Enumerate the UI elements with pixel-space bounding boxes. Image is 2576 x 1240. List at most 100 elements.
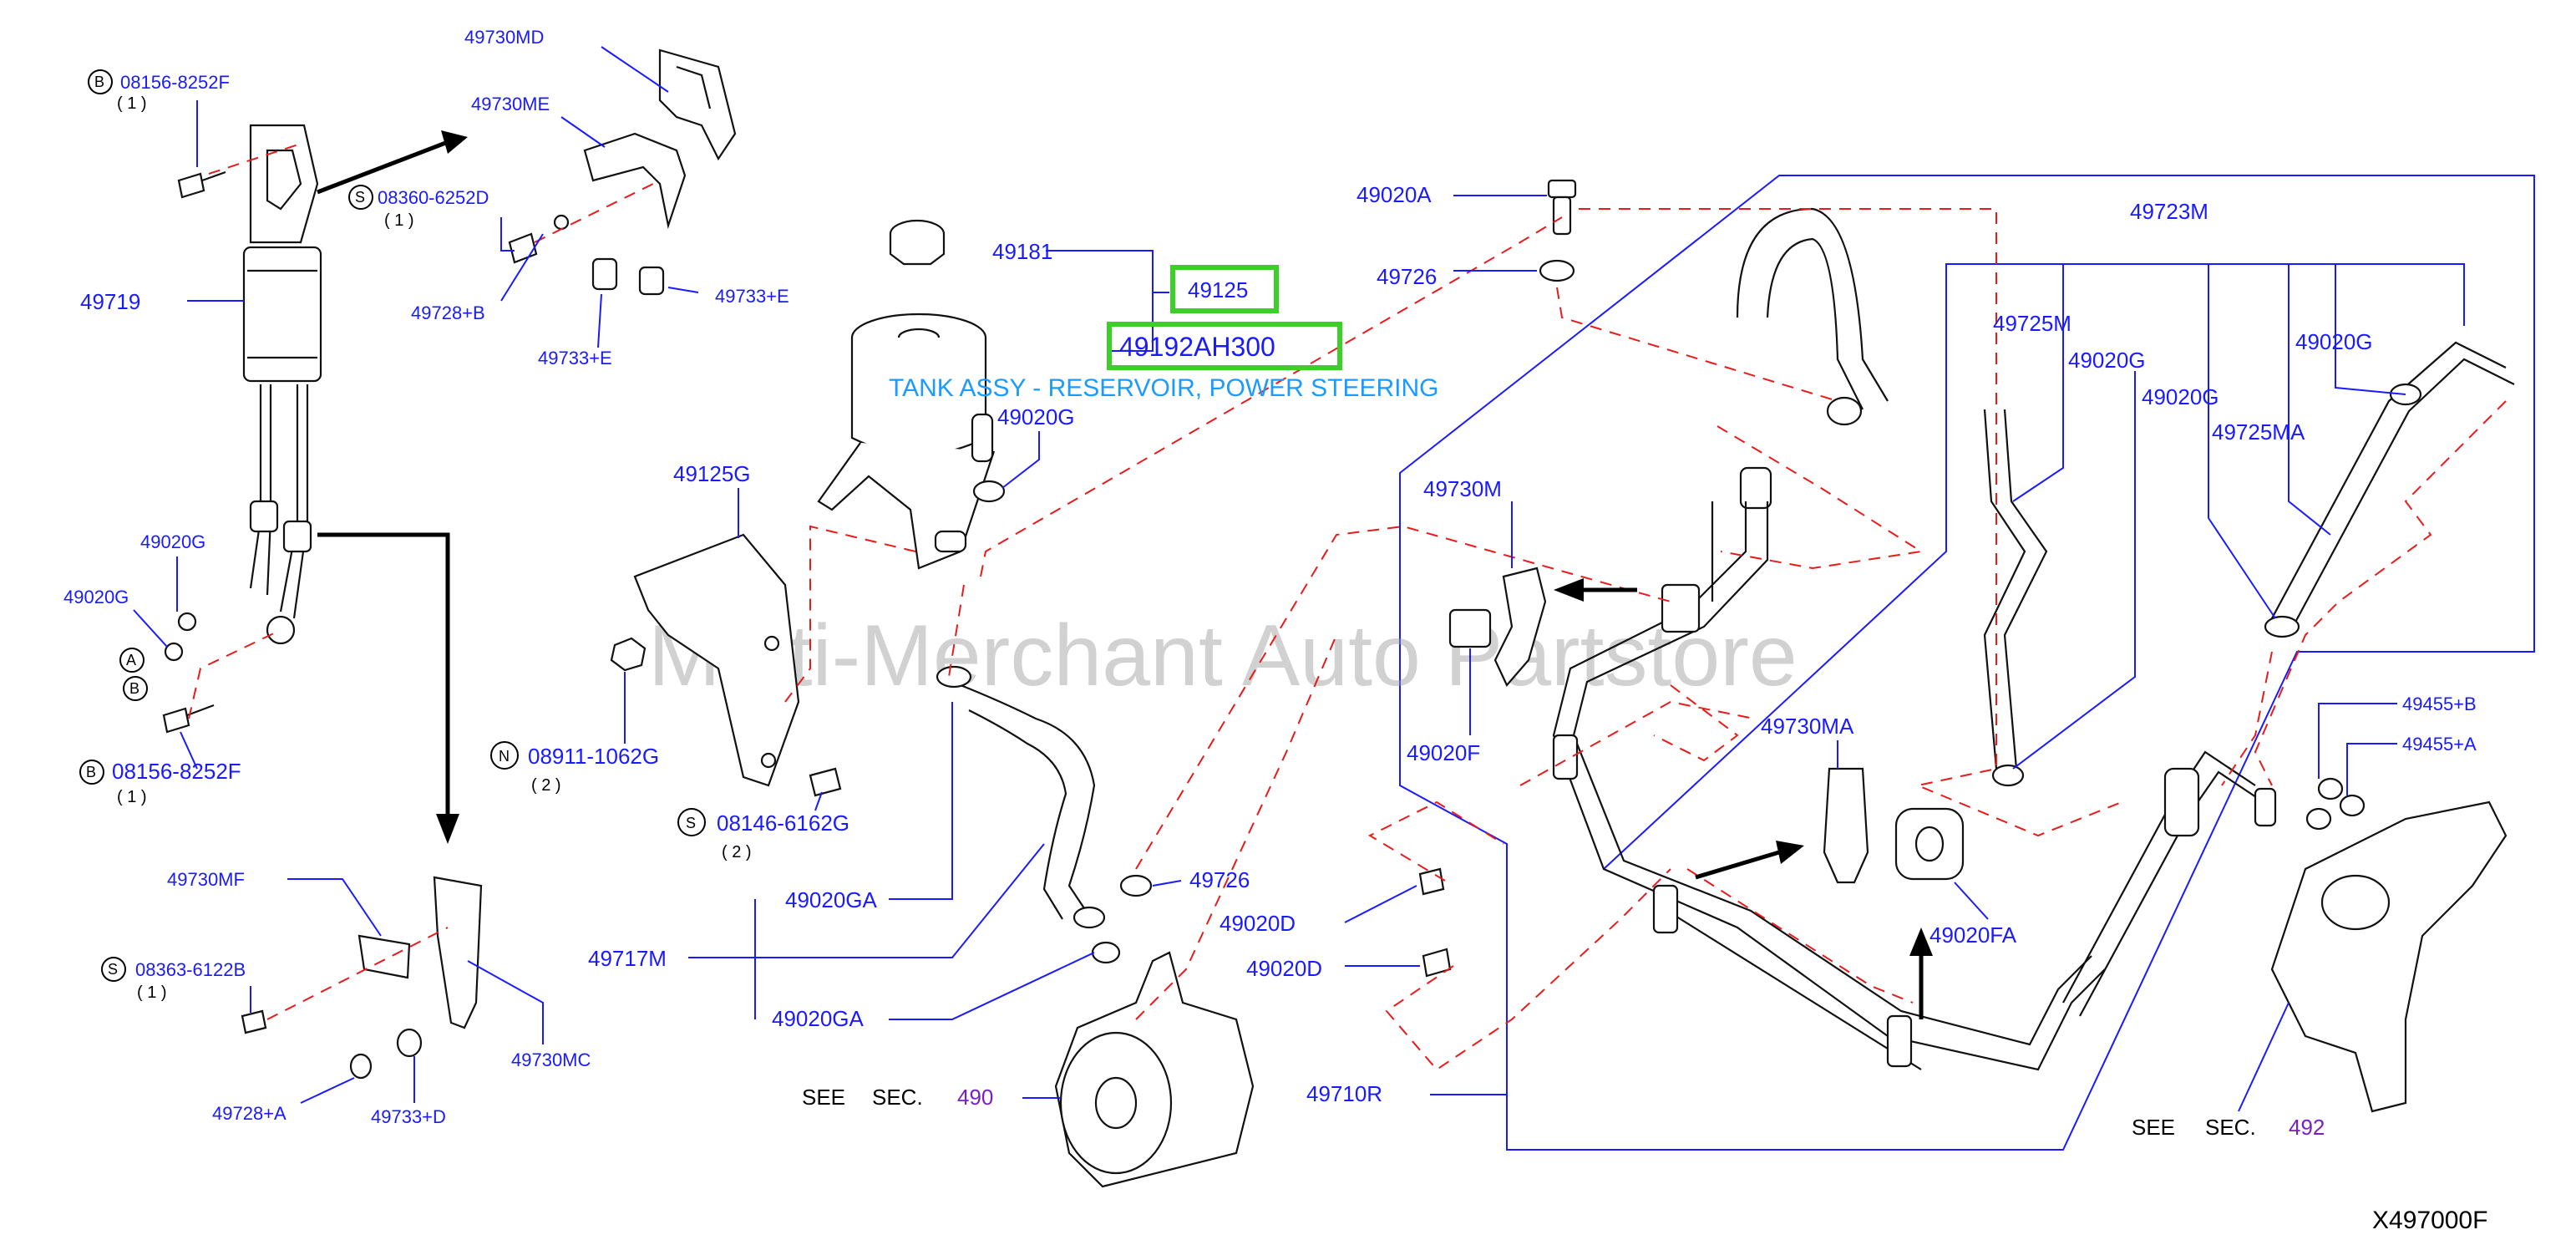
label-49020GA-2[interactable]: 49020GA — [772, 1006, 865, 1031]
power-steering-pump — [1054, 951, 1255, 1188]
label-49710R[interactable]: 49710R — [1306, 1081, 1382, 1106]
label-49725M[interactable]: 49725M — [1993, 311, 2071, 336]
label-49730MC[interactable]: 49730MC — [511, 1049, 591, 1070]
dash-steering-gear — [2221, 651, 2273, 786]
leader-49020G-r1 — [2012, 371, 2136, 770]
label-49020FA[interactable]: 49020FA — [1929, 922, 2017, 948]
label-49125[interactable]: 49125 — [1188, 277, 1248, 302]
dash-pump-lower — [1135, 634, 1337, 1020]
label-08911[interactable]: 08911-1062G — [528, 744, 659, 769]
dash-08156-bottom — [188, 629, 281, 719]
label-49455A[interactable]: 49455+A — [2402, 734, 2477, 755]
label-49020D-2[interactable]: 49020D — [1246, 956, 1322, 981]
label-49728B[interactable]: 49728+B — [411, 302, 485, 323]
reservoir-cap-49181 — [889, 219, 946, 266]
arrow-49020FA — [1909, 927, 1933, 1019]
label-49726-t[interactable]: 49726 — [1377, 264, 1437, 289]
label-49730MA[interactable]: 49730MA — [1761, 714, 1854, 739]
label-49730MD[interactable]: 49730MD — [464, 27, 544, 48]
qty-08911: ( 2 ) — [531, 776, 561, 795]
label-49020GA-1[interactable]: 49020GA — [785, 887, 878, 912]
label-49020G-l1[interactable]: 49020G — [140, 531, 205, 552]
label-49728A[interactable]: 49728+A — [212, 1103, 287, 1124]
label-49020D-1[interactable]: 49020D — [1220, 911, 1296, 936]
label-49733E-a[interactable]: 49733+E — [538, 348, 612, 368]
high-pressure-hose — [2062, 750, 2277, 1017]
label-49719[interactable]: 49719 — [80, 289, 140, 314]
label-49730M[interactable]: 49730M — [1423, 476, 1502, 501]
qty-08156-top: ( 1 ) — [117, 94, 147, 113]
label-08363[interactable]: 08363-6122B — [135, 959, 246, 980]
leader-49020GA-1 — [889, 702, 953, 900]
qty-08156-bottom: ( 1 ) — [117, 788, 147, 806]
reservoir-tank-49192AH300 — [817, 313, 996, 570]
see-section-492[interactable]: SEE SEC. 492 — [2132, 1115, 2325, 1140]
label-49020G-r2[interactable]: 49020G — [2142, 384, 2219, 409]
qty-08360: ( 1 ) — [384, 211, 414, 230]
label-49020G-r1[interactable]: 49020G — [2068, 348, 2146, 373]
leader-49728A — [300, 1077, 355, 1104]
bolt-49020D-1 — [1418, 867, 1445, 896]
circle-mark-s3: S — [101, 957, 126, 982]
qty-08146: ( 2 ) — [722, 843, 752, 861]
label-49733E-b[interactable]: 49733+E — [715, 286, 789, 307]
label-49733D[interactable]: 49733+D — [371, 1106, 446, 1127]
svg-text:A: A — [126, 652, 136, 668]
leader-49725MA — [2288, 264, 2331, 536]
see-section-490[interactable]: SEE SEC. 490 — [802, 1085, 993, 1110]
label-49020G-r3[interactable]: 49020G — [2295, 329, 2373, 354]
return-hose-upper — [1736, 207, 1889, 510]
circle-mark-b2: B — [123, 676, 148, 701]
dash-49020D-2 — [1385, 868, 1671, 1071]
label-08146[interactable]: 08146-6162G — [717, 811, 849, 836]
label-49181[interactable]: 49181 — [992, 239, 1052, 264]
bracket-49730MC — [357, 876, 483, 1029]
label-08156-bottom[interactable]: 08156-8252F — [112, 759, 241, 784]
seal-49455A — [2305, 807, 2332, 831]
label-08360[interactable]: 08360-6252D — [378, 187, 489, 208]
leader-49733E-a — [597, 293, 602, 348]
leader-49726-b — [1152, 880, 1182, 887]
label-49455B[interactable]: 49455+B — [2402, 694, 2477, 714]
label-49192AH300[interactable]: 49192AH300 — [1119, 332, 1275, 362]
svg-text:490: 490 — [957, 1085, 993, 1110]
leader-08360 — [500, 217, 515, 252]
label-49020F[interactable]: 49020F — [1407, 740, 1480, 765]
arrow-upper-bracket — [317, 130, 468, 195]
label-49726-b[interactable]: 49726 — [1189, 867, 1250, 892]
label-49730ME[interactable]: 49730ME — [471, 94, 550, 114]
label-49725MA[interactable]: 49725MA — [2212, 419, 2305, 445]
label-08156-top[interactable]: 08156-8252F — [120, 72, 230, 93]
dash-08360 — [534, 180, 661, 243]
leader-49020G-r2 — [2208, 264, 2276, 619]
clamp-49020G-tank — [972, 480, 1006, 503]
bolt-49020A — [1547, 179, 1577, 236]
label-49020G-l2[interactable]: 49020G — [63, 587, 129, 607]
grommet-49733D — [396, 1028, 423, 1058]
leader-49020G-l2 — [133, 609, 168, 648]
dash-08156-top — [208, 143, 302, 175]
seal-49455B — [2317, 777, 2344, 800]
bracket-49730ME — [583, 132, 687, 230]
svg-text:B: B — [129, 680, 139, 697]
dash-pump-line — [1135, 525, 1671, 870]
steering-gear-box — [2270, 800, 2508, 1113]
oil-cooler-assembly — [164, 124, 322, 662]
label-49020A[interactable]: 49020A — [1356, 182, 1432, 207]
leader-49192 — [1109, 292, 1154, 352]
leader-49730ME — [560, 116, 606, 148]
bolt-08363 — [241, 1009, 267, 1034]
label-49730MF[interactable]: 49730MF — [167, 869, 245, 890]
qty-08363: ( 1 ) — [137, 983, 167, 1002]
leader-49181 — [1046, 250, 1169, 293]
label-49723M[interactable]: 49723M — [2130, 199, 2208, 224]
svg-text:S: S — [108, 961, 118, 978]
arrow-49730MA — [1695, 841, 1804, 880]
label-49020G-tank[interactable]: 49020G — [997, 404, 1075, 429]
tank-assy-description: TANK ASSY - RESERVOIR, POWER STEERING — [889, 374, 1438, 402]
hose-49725M — [1983, 409, 2048, 787]
label-49125G[interactable]: 49125G — [673, 461, 751, 486]
leader-49020GA-2 — [889, 952, 1095, 1020]
label-49717M[interactable]: 49717M — [588, 946, 667, 971]
insulator-49020FA — [1894, 807, 1965, 881]
